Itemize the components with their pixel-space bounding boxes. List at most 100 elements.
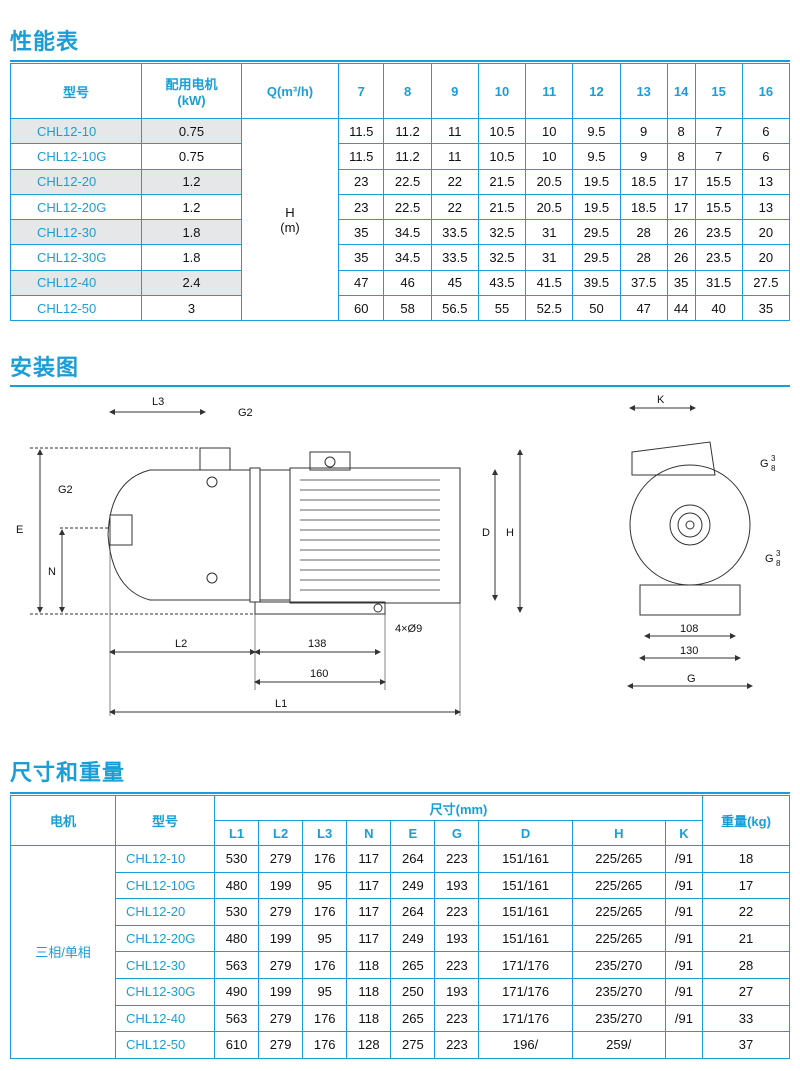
head-value-cell: 60 xyxy=(337,295,385,322)
header-flow-value: 13 xyxy=(619,63,668,119)
head-value-cell: 34.5 xyxy=(383,219,432,246)
label-L2: L2 xyxy=(175,638,187,650)
dim-value-cell: 223 xyxy=(434,898,480,926)
dim-value-cell: 196/ xyxy=(478,1031,573,1059)
dim-value-cell: 118 xyxy=(346,977,392,1006)
label-G38-bot: G xyxy=(765,553,774,565)
header-dim-g: G xyxy=(434,820,480,846)
power-cell: 0.75 xyxy=(141,143,242,170)
head-value-cell: 31.5 xyxy=(694,269,743,297)
power-cell: 1.2 xyxy=(141,193,242,221)
dim-value-cell: 151/161 xyxy=(478,898,573,926)
power-cell: 3 xyxy=(141,295,242,322)
model-cell: CHL12-20 xyxy=(115,898,215,926)
head-value-cell: 23 xyxy=(337,193,385,221)
header-flow-value: 11 xyxy=(525,63,574,119)
header-dim-h: H xyxy=(571,820,666,846)
model-cell: CHL12-30G xyxy=(10,244,142,271)
label-G2-side: G2 xyxy=(58,484,73,496)
head-value-cell: 8 xyxy=(666,117,696,145)
head-value-cell: 20.5 xyxy=(525,193,574,221)
header-flow-value: 9 xyxy=(430,63,479,119)
dim-value-cell: 176 xyxy=(302,845,348,873)
dim-value-cell: 117 xyxy=(346,898,392,926)
head-value-cell: 46 xyxy=(383,269,432,297)
label-L1: L1 xyxy=(275,698,287,710)
head-unit-cell: H(m) xyxy=(241,117,339,322)
head-value-cell: 10.5 xyxy=(477,117,527,145)
dim-value-cell: 279 xyxy=(258,951,304,979)
dim-value-cell: 225/265 xyxy=(571,845,666,873)
head-value-cell: 26 xyxy=(666,219,696,246)
head-value-cell: 9 xyxy=(619,117,668,145)
head-value-cell: 41.5 xyxy=(525,269,574,297)
dim-value-cell: /91 xyxy=(664,977,704,1006)
section-rule xyxy=(10,792,790,794)
model-cell: CHL12-30G xyxy=(115,977,215,1006)
head-value-cell: 15.5 xyxy=(694,168,743,195)
dim-value-cell: 95 xyxy=(302,977,348,1006)
head-value-cell: 21.5 xyxy=(477,193,527,221)
header-weight: 重量(kg) xyxy=(702,795,790,846)
header-flow-value: 15 xyxy=(694,63,743,119)
model-cell: CHL12-30 xyxy=(115,951,215,979)
model-cell: CHL12-20 xyxy=(10,168,142,195)
dim-value-cell: 490 xyxy=(213,977,260,1006)
model-cell: CHL12-30 xyxy=(10,219,142,246)
head-value-cell: 19.5 xyxy=(572,168,621,195)
head-value-cell: 33.5 xyxy=(430,219,479,246)
dim-value-cell: /91 xyxy=(664,871,704,900)
header-dim-k: K xyxy=(664,820,704,846)
dim-value-cell: 530 xyxy=(213,898,260,926)
label-E: E xyxy=(16,524,23,536)
label-N: N xyxy=(48,566,56,578)
head-value-cell: 35 xyxy=(337,244,385,271)
dim-value-cell: 223 xyxy=(434,845,480,873)
header-dim-l2: L2 xyxy=(258,820,304,846)
header-dim-d: D xyxy=(478,820,573,846)
head-value-cell: 32.5 xyxy=(477,219,527,246)
head-value-cell: 10.5 xyxy=(477,143,527,170)
head-value-cell: 35 xyxy=(337,219,385,246)
head-value-cell: 43.5 xyxy=(477,269,527,297)
dim-value-cell: 176 xyxy=(302,951,348,979)
head-unit-line2: (m) xyxy=(280,219,300,235)
label-G: G xyxy=(687,673,696,685)
end-view-labels: K G 3 8 G 3 8 108 130 G xyxy=(657,394,781,685)
dim-value-cell: 249 xyxy=(390,924,436,953)
dim-value-cell: 480 xyxy=(213,871,260,900)
header-model: 型号 xyxy=(10,63,142,119)
header-motor: 配用电机 (kW) xyxy=(141,63,242,119)
head-value-cell: 55 xyxy=(477,295,527,322)
dim-value-cell: 223 xyxy=(434,1031,480,1059)
head-value-cell: 44 xyxy=(666,295,696,322)
dim-value-cell: 275 xyxy=(390,1031,436,1059)
head-value-cell: 21.5 xyxy=(477,168,527,195)
dim-value-cell: 530 xyxy=(213,845,260,873)
weight-cell: 37 xyxy=(702,1031,790,1059)
power-cell: 1.2 xyxy=(141,168,242,195)
header-dim-e: E xyxy=(390,820,436,846)
end-view xyxy=(627,405,753,689)
head-value-cell: 9.5 xyxy=(572,143,621,170)
section-title-dimensions: 尺寸和重量 xyxy=(10,760,126,785)
dim-value-cell: 95 xyxy=(302,924,348,953)
header-motor: 电机 xyxy=(10,795,116,846)
section-rule xyxy=(10,385,790,387)
dim-value-cell: 151/161 xyxy=(478,871,573,900)
head-value-cell: 23.5 xyxy=(694,244,743,271)
dim-value-cell: 176 xyxy=(302,898,348,926)
model-cell: CHL12-50 xyxy=(10,295,142,322)
header-flow-value: 7 xyxy=(337,63,385,119)
head-value-cell: 11 xyxy=(430,117,479,145)
head-value-cell: 11.2 xyxy=(383,117,432,145)
head-value-cell: 26 xyxy=(666,244,696,271)
dim-value-cell: 151/161 xyxy=(478,924,573,953)
